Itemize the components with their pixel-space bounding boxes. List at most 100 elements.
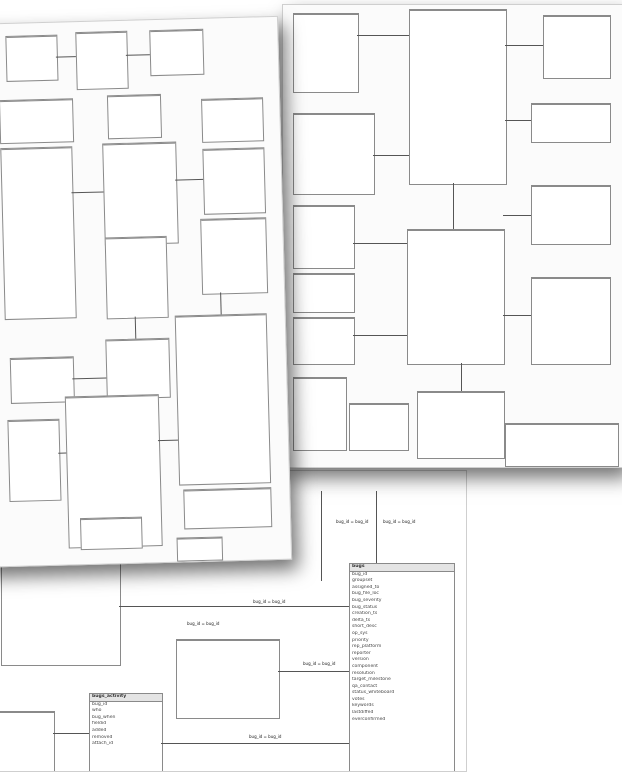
- table-middle-15: [505, 423, 619, 467]
- table-middle-6: [531, 185, 611, 245]
- relation-line: [220, 292, 222, 315]
- table-top-10: [174, 313, 272, 486]
- table-title: [150, 29, 203, 33]
- table-field: resolution: [352, 670, 375, 676]
- table-top-12: [200, 217, 269, 295]
- table-bugs: bugs bug_id groupset assigned_to bug_fil…: [349, 563, 455, 771]
- table-top-8: [201, 97, 265, 143]
- table-title: [105, 236, 166, 240]
- table-bottom-2: [176, 639, 280, 719]
- table-field: keywords: [352, 703, 374, 709]
- table-top-2: [75, 30, 129, 91]
- relation-line: [58, 452, 67, 454]
- table-top-13: [105, 337, 171, 400]
- table-field: lastdiffed: [352, 710, 374, 716]
- relation-line: [357, 35, 409, 36]
- table-middle-8: [293, 205, 355, 269]
- table-title: [506, 424, 618, 425]
- relation-line: [503, 215, 531, 216]
- table-field: status_whiteboard: [352, 690, 395, 696]
- diagram-sheet-top: [0, 15, 293, 568]
- relation-line: [376, 491, 377, 563]
- table-title: [106, 338, 169, 342]
- table-middle-11: [293, 317, 355, 365]
- table-field: fieldid: [92, 721, 107, 727]
- table-middle-13: [349, 403, 409, 451]
- table-title: bugs_activity: [90, 694, 162, 702]
- table-title: [294, 378, 346, 379]
- table-title: [107, 94, 160, 98]
- table-title: [0, 712, 54, 713]
- relation-line: [71, 191, 104, 194]
- relation-line: [161, 743, 349, 744]
- relation-line: [278, 671, 349, 672]
- table-field: target_milestone: [352, 677, 391, 683]
- table-title: [294, 206, 354, 207]
- table-field: attach_id: [92, 741, 114, 747]
- table-top-6: [106, 93, 163, 140]
- table-title: [532, 186, 610, 187]
- table-title: [532, 104, 610, 105]
- table-title: [418, 392, 504, 393]
- table-middle-2: [409, 9, 507, 185]
- relation-line: [373, 155, 409, 156]
- relation-line: [505, 45, 543, 46]
- relation-label: bug_id = bug_id: [383, 519, 416, 524]
- relation-line: [453, 183, 454, 229]
- diagram-sheet-middle: [282, 4, 622, 468]
- table-title: [203, 148, 264, 151]
- table-middle-5: [293, 113, 375, 195]
- table-title: [410, 10, 506, 11]
- table-middle-9: [531, 277, 611, 365]
- table-title: [350, 404, 408, 405]
- table-field: bug_when: [92, 714, 116, 720]
- table-title: [532, 278, 610, 279]
- table-middle-4: [531, 103, 611, 143]
- table-field: bug_file_loc: [352, 591, 379, 597]
- table-title: [201, 218, 266, 221]
- table-title: [175, 314, 266, 318]
- table-field: bug_id: [352, 571, 368, 577]
- table-middle-3: [543, 15, 611, 79]
- relation-label: bug_id = bug_id: [187, 621, 220, 626]
- table-top-7: [102, 141, 179, 246]
- table-top-9: [202, 147, 267, 215]
- table-top-17: [183, 487, 273, 530]
- relation-line: [157, 439, 178, 442]
- table-field: component: [352, 663, 378, 669]
- table-field: bug_severity: [352, 597, 382, 603]
- table-middle-1: [293, 13, 359, 93]
- table-field: everconfirmed: [352, 716, 386, 722]
- table-top-19: [176, 536, 224, 562]
- relation-line: [53, 733, 89, 734]
- table-field: bug_id: [92, 701, 108, 707]
- table-field: qa_contact: [352, 683, 378, 689]
- table-top-16: [7, 418, 62, 503]
- table-title: [76, 31, 127, 35]
- table-field: creation_ts: [352, 611, 378, 617]
- table-title: [294, 114, 374, 115]
- table-field: delta_ts: [352, 617, 371, 623]
- table-field: removed: [92, 734, 113, 740]
- relation-line: [321, 491, 322, 581]
- relation-line: [175, 178, 204, 181]
- relation-label: bug_id = bug_id: [303, 661, 336, 666]
- relation-line: [72, 377, 107, 380]
- table-title: [294, 274, 354, 275]
- table-title: [177, 537, 222, 540]
- relation-line: [505, 120, 531, 121]
- table-top-1: [5, 34, 59, 82]
- table-title: [184, 488, 271, 492]
- table-middle-14: [417, 391, 505, 459]
- relation-line: [119, 606, 349, 607]
- table-field: who: [92, 708, 102, 714]
- table-middle-10: [293, 273, 355, 313]
- table-field: rep_platform: [352, 644, 382, 650]
- table-field: short_desc: [352, 624, 377, 630]
- relation-label: bug_id = bug_id: [253, 599, 286, 604]
- table-middle-12: [293, 377, 347, 451]
- table-field: reporter: [352, 650, 371, 656]
- table-title: [202, 98, 263, 101]
- table-title: bugs: [350, 564, 454, 572]
- table-top-18: [79, 516, 143, 551]
